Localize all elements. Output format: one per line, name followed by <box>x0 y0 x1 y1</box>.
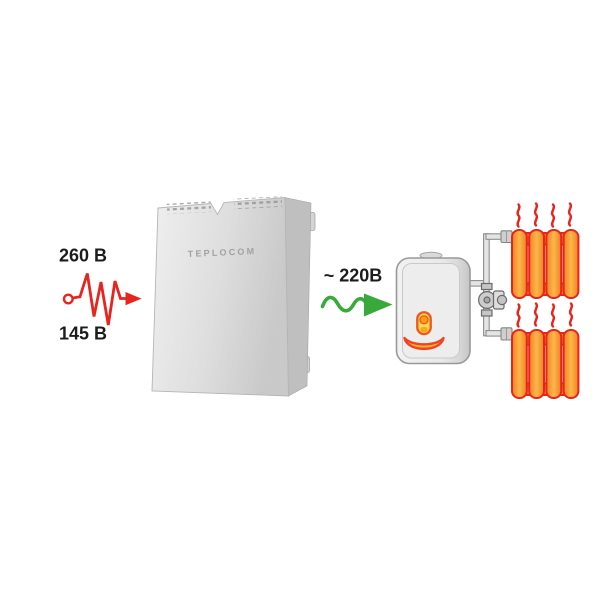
sine-wave-line <box>320 295 369 313</box>
stable-voltage-arrow-icon <box>320 293 393 317</box>
voltage-zigzag-line <box>72 273 127 326</box>
red-arrowhead-icon <box>125 292 142 306</box>
vent-slots-right <box>233 196 283 210</box>
circulation-pump-icon <box>478 282 508 317</box>
heat-waves-bottom <box>516 302 574 328</box>
boiler <box>395 251 471 365</box>
input-voltage-max-label: 260 В <box>59 246 107 266</box>
radiator-valve-bottom <box>500 327 513 341</box>
green-arrowhead-icon <box>364 293 393 317</box>
radiator-valve-top <box>500 230 513 244</box>
radiator-bottom <box>511 302 580 399</box>
stabilizer-device: TEPLOCOM <box>151 196 316 397</box>
radiator-top <box>511 202 580 299</box>
boiler-front-panel <box>402 263 460 359</box>
heat-waves-top <box>516 202 573 228</box>
stabilizer-front-face <box>151 197 289 397</box>
vent-slots-left <box>166 201 212 215</box>
unstable-voltage-arrow-icon <box>62 273 142 326</box>
boiler-smile-display <box>403 336 445 351</box>
boiler-control-knob <box>416 311 432 336</box>
input-voltage-min-label: 145 В <box>59 324 107 344</box>
waveform-start-dot <box>62 293 74 305</box>
brand-label: TEPLOCOM <box>188 246 257 259</box>
output-voltage-label: ~ 220В <box>324 266 383 286</box>
stabilizer-side-panel <box>284 197 312 397</box>
